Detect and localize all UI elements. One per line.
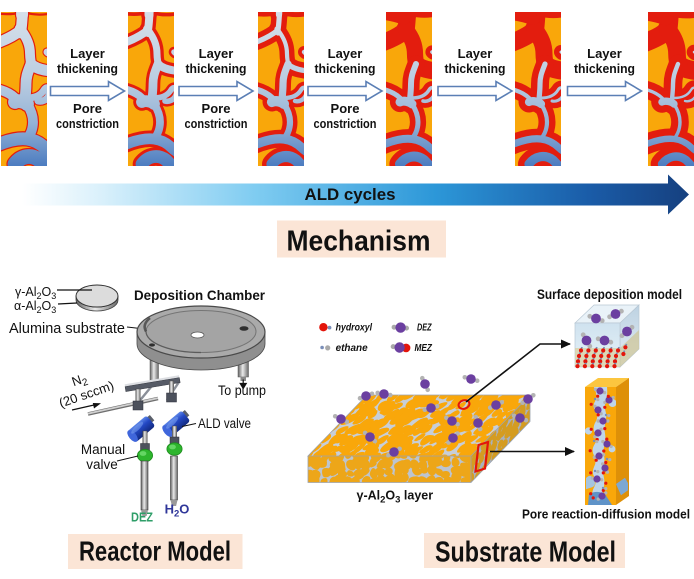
svg-text:Manual: Manual [81,442,125,457]
svg-text:DEZ: DEZ [417,322,432,334]
svg-text:constriction: constriction [56,116,119,131]
svg-text:ALD valve: ALD valve [198,416,251,431]
svg-text:constriction: constriction [314,116,377,131]
svg-text:thickening: thickening [57,61,118,76]
svg-text:constriction: constriction [185,116,248,131]
svg-text:MEZ: MEZ [415,342,433,354]
svg-text:Pore: Pore [331,101,360,116]
svg-text:thickening: thickening [445,61,506,76]
svg-text:Substrate Model: Substrate Model [435,537,616,569]
svg-text:Pore reaction-diffusion model: Pore reaction-diffusion model [522,507,690,522]
svg-text:To pump: To pump [218,383,266,398]
svg-text:Alumina substrate: Alumina substrate [9,321,125,337]
svg-text:Pore: Pore [73,101,102,116]
svg-text:valve: valve [86,457,118,472]
svg-text:γ-Al2O3: γ-Al2O3 [15,285,56,301]
svg-text:Layer: Layer [587,46,622,61]
svg-text:Layer: Layer [328,46,363,61]
svg-text:H2O: H2O [165,502,190,520]
svg-text:hydroxyl: hydroxyl [336,322,373,334]
svg-text:thickening: thickening [574,61,635,76]
svg-text:ALD cycles: ALD cycles [305,186,396,204]
svg-text:Mechanism: Mechanism [287,226,431,258]
svg-text:Pore: Pore [202,101,231,116]
svg-text:Surface deposition model: Surface deposition model [537,287,682,302]
svg-text:DEZ: DEZ [131,510,153,525]
svg-text:Deposition Chamber: Deposition Chamber [134,288,266,303]
svg-text:Layer: Layer [458,46,493,61]
svg-text:Reactor Model: Reactor Model [79,536,231,567]
svg-text:Layer: Layer [199,46,234,61]
svg-text:thickening: thickening [186,61,247,76]
svg-text:Layer: Layer [70,46,105,61]
svg-text:thickening: thickening [315,61,376,76]
svg-text:α-Al2O3: α-Al2O3 [14,299,56,315]
svg-text:ethane: ethane [336,342,368,354]
svg-text:γ-Al2O3 layer: γ-Al2O3 layer [357,489,434,506]
